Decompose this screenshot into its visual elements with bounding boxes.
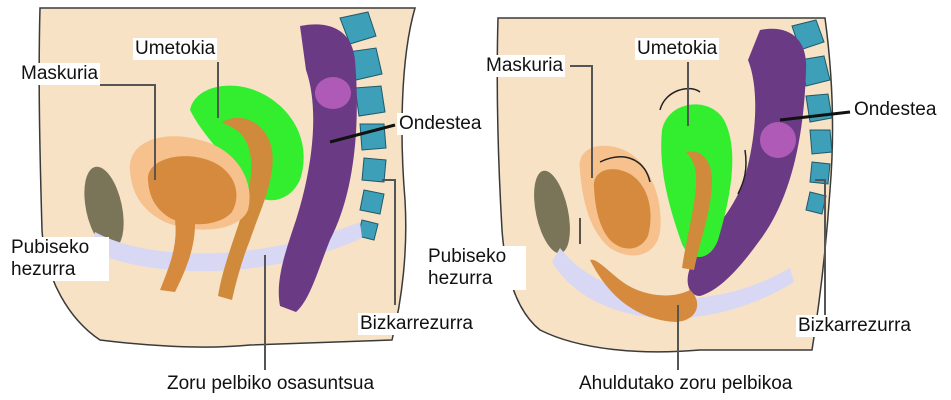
left-caption: Zoru pelbiko osasuntsua — [165, 373, 376, 395]
right-label-spine: Bizkarrezurra — [796, 315, 913, 337]
left-label-bladder: Maskuria — [19, 63, 100, 85]
right-rectum-spot — [760, 122, 796, 158]
left-rectum-spot — [315, 77, 351, 109]
left-label-spine: Bizkarrezurra — [358, 313, 475, 335]
right-label-rectum: Ondestea — [852, 99, 938, 121]
left-label-rectum: Ondestea — [397, 113, 483, 135]
left-label-pubic-bone: Pubiseko hezurra — [9, 237, 109, 281]
right-label-pubic-bone: Pubiseko hezurra — [426, 246, 526, 290]
right-label-uterus: Umetokia — [635, 38, 719, 60]
right-label-bladder: Maskuria — [484, 55, 565, 77]
left-label-uterus: Umetokia — [133, 38, 217, 60]
right-caption: Ahuldutako zoru pelbikoa — [577, 373, 794, 395]
